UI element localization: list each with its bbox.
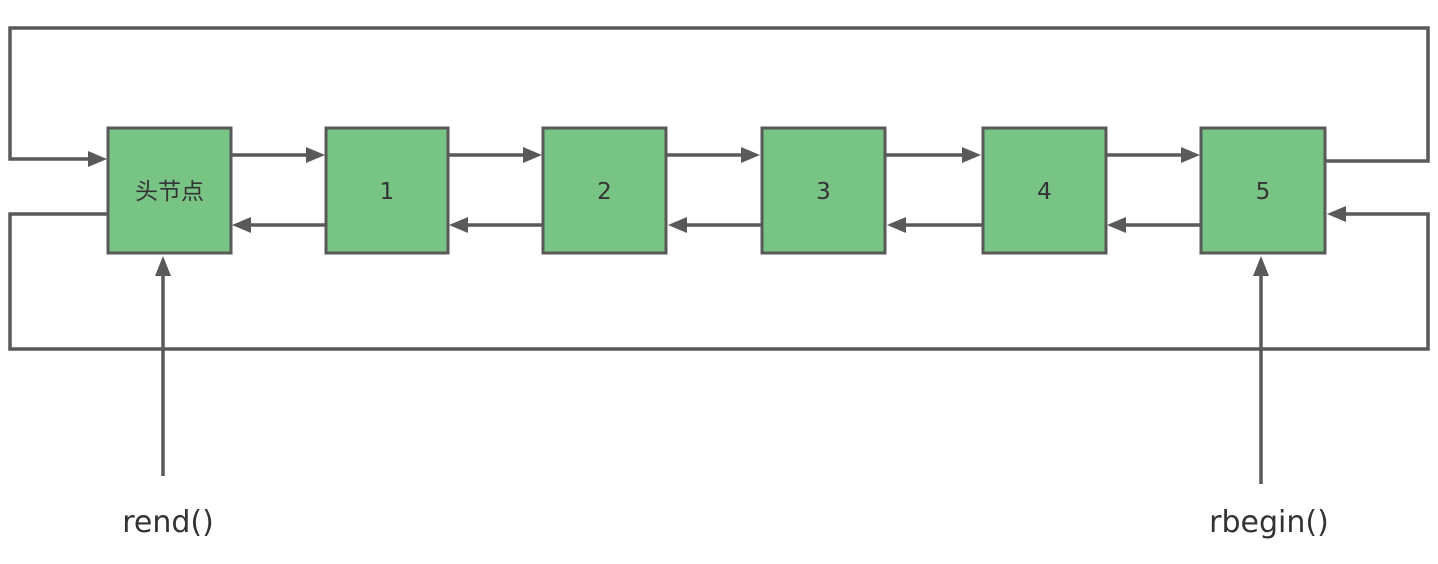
arrowhead-n5-to-head [88,151,107,167]
arrowhead-n1-to-head [232,217,251,233]
node-head: 头节点 [106,126,233,255]
node-1-box [324,126,450,255]
arrowhead-rbegin-pointer [1253,256,1269,276]
wrap-edges [8,26,1430,351]
node-5-label: 5 [1256,179,1271,205]
rbegin-label: rbegin() [1209,505,1329,540]
node-4-box [981,126,1108,255]
node-1-label: 1 [380,179,395,205]
node-1: 1 [324,126,450,255]
arrowhead-n5-to-n4 [1107,217,1126,233]
node-5: 5 [1199,126,1327,255]
node-4: 4 [981,126,1108,255]
node-2-box [541,126,668,255]
arrowhead-n4-to-n3 [887,217,906,233]
arrowhead-n2-to-n1 [449,217,468,233]
edge-n5-to-head [8,26,1430,163]
arrowhead-n3-to-n2 [668,217,687,233]
arrowhead-n3-to-n4 [962,147,981,163]
rend-label: rend() [122,505,214,540]
arrowhead-head-to-n1 [306,147,325,163]
node-3-label: 3 [816,179,831,205]
arrowhead-rend-pointer [155,256,171,276]
node-head-box [106,126,233,255]
arrowhead-head-to-n5 [1327,206,1346,222]
node-2: 2 [541,126,668,255]
node-head-label: 头节点 [135,179,204,205]
node-5-box [1199,126,1327,255]
pointer-edges [155,256,1269,484]
node-3: 3 [760,126,887,255]
edge-head-to-n5 [8,212,1430,351]
arrowhead-n2-to-n3 [741,147,760,163]
node-4-label: 4 [1037,179,1052,205]
arrowhead-n4-to-n5 [1181,147,1200,163]
node-2-label: 2 [597,179,612,205]
arrowhead-n1-to-n2 [523,147,542,163]
node-3-box [760,126,887,255]
link-edges [231,147,1201,233]
